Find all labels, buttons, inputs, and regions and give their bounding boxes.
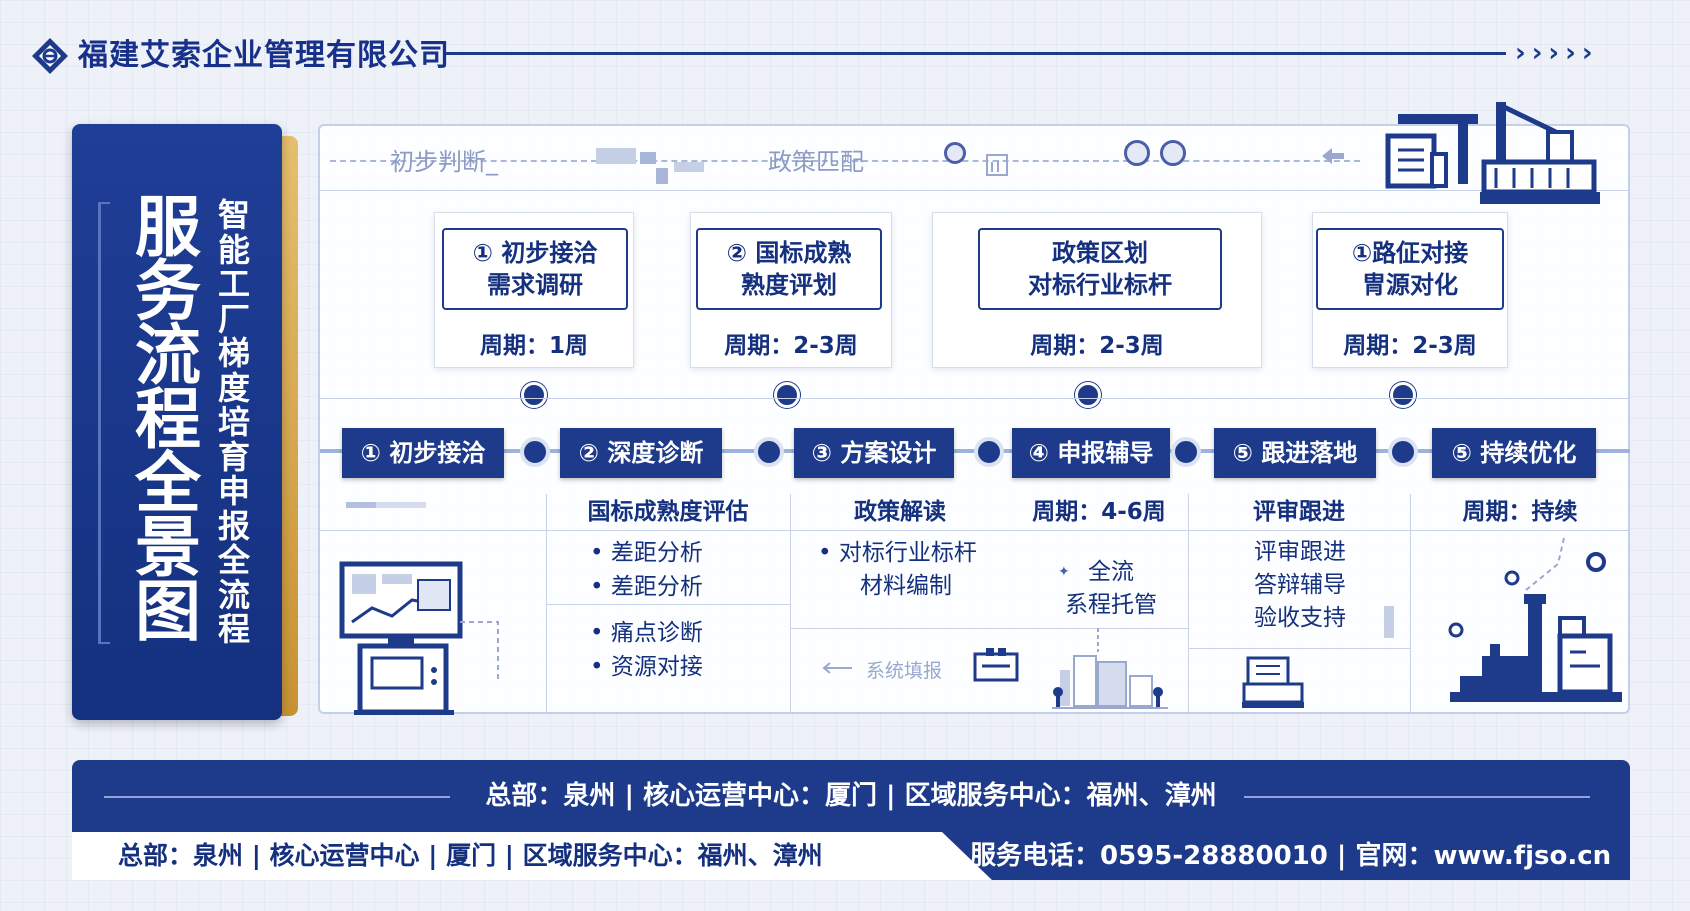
column-4-heading: 周期：4-6周 — [1032, 499, 1166, 525]
step-4-application-guidance[interactable]: ④ 申报辅导 — [1012, 428, 1170, 478]
step-3-solution-design[interactable]: ③ 方案设计 — [794, 428, 954, 478]
company-logo-icon — [32, 38, 68, 74]
column-3-sub: 材料编制 — [860, 573, 952, 599]
timeline-upper-divider — [320, 398, 1628, 399]
column-3-heading: 政策解读 — [854, 499, 946, 525]
column-6-heading: 周期：持续 — [1462, 499, 1578, 525]
column-divider — [790, 494, 791, 712]
printer-icon — [1242, 656, 1304, 708]
timeline-node — [520, 437, 550, 467]
stage-card-3-title: 政策区划 对标行业标杆 — [978, 228, 1222, 310]
timeline-node — [1171, 437, 1201, 467]
location-pin-icon — [521, 382, 547, 408]
column-divider — [1410, 494, 1411, 712]
briefcase-icon — [973, 648, 1019, 682]
sparkle-icon: ✦ — [1058, 564, 1070, 580]
list-item: 差距分析 — [590, 570, 703, 604]
location-pin-icon — [1075, 382, 1101, 408]
footer-white-strip — [72, 832, 992, 880]
column-5-heading: 评审跟进 — [1253, 499, 1345, 525]
column-2-list-a: 差距分析 差距分析 — [590, 536, 703, 604]
lower-divider — [320, 530, 1628, 531]
stage-card-1-title: ① 初步接洽 需求调研 — [442, 228, 628, 310]
step-2-deep-diagnosis[interactable]: ② 深度诊断 — [560, 428, 722, 478]
top-ghost-divider — [320, 190, 1628, 191]
ghost-label-initial: 初步判断_ — [390, 148, 498, 176]
header-rule — [446, 52, 1506, 55]
location-pin-icon — [774, 382, 800, 408]
list-item: 差距分析 — [590, 536, 703, 570]
cell-divider — [790, 628, 1188, 629]
stage-card-2-title: ② 国标成熟 熟度评划 — [696, 228, 882, 310]
ghost-doc-icon — [986, 154, 1008, 176]
ghost-bar-icon — [1384, 606, 1394, 638]
footer-rule-left — [104, 796, 450, 798]
ghost-chart-icon — [596, 148, 704, 184]
arrow-left-icon — [822, 662, 852, 674]
page-title: 服务流程全景图 — [135, 189, 201, 650]
location-pin-icon — [1390, 382, 1416, 408]
column-2-heading: 国标成熟度评估 — [587, 499, 749, 525]
footer-contact: 服务电话：0595-28880010 | 官网：www.fjso.cn — [970, 841, 1612, 871]
ghost-progress-icon — [346, 502, 426, 508]
step-6-continuous-optimization[interactable]: ⑤ 持续优化 — [1432, 428, 1596, 478]
column-divider — [546, 494, 547, 712]
side-banner — [72, 124, 282, 720]
stage-card-4-period: 周期：2-3周 — [1343, 333, 1477, 359]
side-banner-stripe — [98, 202, 110, 644]
stage-card-3-period: 周期：2-3周 — [1030, 333, 1164, 359]
footer-locations-secondary: 总部：泉州 | 核心运营中心 | 厦门 | 区域服务中心：福州、漳州 — [118, 841, 823, 870]
factory-illustration-icon — [1385, 102, 1600, 204]
ghost-gear-icon-2 — [1160, 140, 1186, 166]
column-2-list-b: 痛点诊断 资源对接 — [590, 616, 703, 684]
ghost-label-policy: 政策匹配 — [768, 148, 864, 176]
cell-divider — [1188, 648, 1410, 649]
ghost-gear-icon — [1124, 140, 1150, 166]
stage-card-4-title: ①路佂对接 冑源对化 — [1316, 228, 1504, 310]
timeline-node — [754, 437, 784, 467]
stage-card-1-period: 周期：1周 — [479, 333, 588, 359]
timeline-node — [1388, 437, 1418, 467]
footer-rule-right — [1244, 796, 1590, 798]
top-ghost-rule — [330, 160, 1360, 162]
list-item: 痛点诊断 — [590, 616, 703, 650]
ghost-arrow-icon — [1322, 148, 1344, 164]
cell-divider — [546, 604, 790, 605]
city-buildings-icon — [1052, 628, 1168, 709]
computer-workstation-icon — [339, 561, 499, 715]
page-subtitle: 智能工厂梯度培育申报全流程 — [217, 196, 250, 648]
timeline-node — [974, 437, 1004, 467]
column-4-text: 全流 系程托管 — [1065, 559, 1157, 618]
stage-card-2-period: 周期：2-3周 — [724, 333, 858, 359]
factory-growth-icon — [1448, 537, 1622, 702]
chevron-right-icons: ››››› — [1515, 38, 1599, 68]
column-5-text: 评审跟进 答辩辅导 验收支持 — [1254, 539, 1346, 631]
company-name: 福建艾索企业管理有限公司 — [78, 38, 450, 73]
ghost-circle-icon — [944, 142, 966, 164]
list-item: 对标行业标杆 — [818, 536, 977, 570]
footer-locations: 总部：泉州 | 核心运营中心：厦门 | 区域服务中心：福州、漳州 — [485, 781, 1217, 811]
ghost-label-system: 系统填报 — [866, 660, 943, 682]
column-divider — [1188, 494, 1189, 712]
list-item: 资源对接 — [590, 650, 703, 684]
step-5-follow-up[interactable]: ⑤ 跟进落地 — [1214, 428, 1376, 478]
step-1-initial-contact[interactable]: ① 初步接洽 — [342, 428, 504, 478]
